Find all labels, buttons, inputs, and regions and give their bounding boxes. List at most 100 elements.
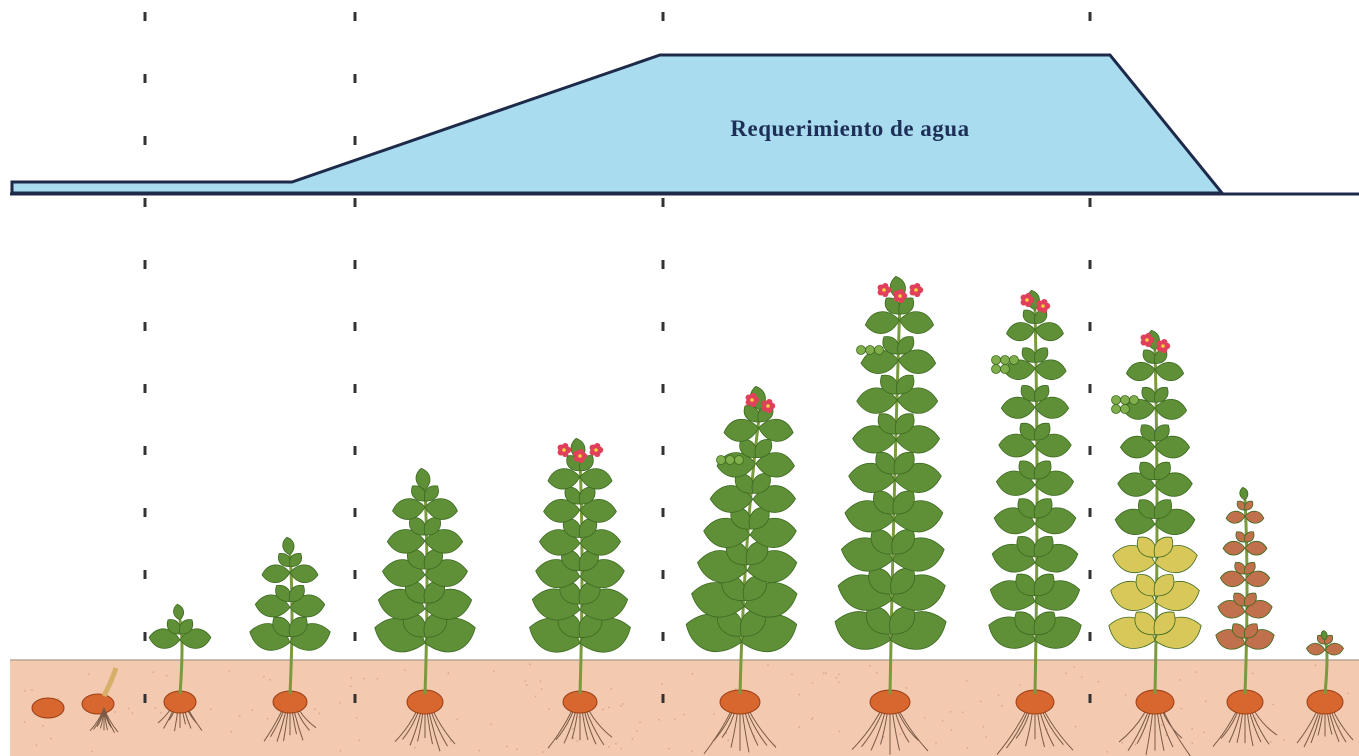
soil-speckle bbox=[636, 730, 638, 732]
soil-speckle bbox=[620, 705, 622, 707]
soil-speckle bbox=[548, 708, 550, 710]
berry bbox=[1112, 396, 1121, 405]
divider-dash bbox=[662, 322, 665, 331]
divider-dash bbox=[354, 446, 357, 455]
soil-speckle bbox=[1191, 728, 1193, 730]
soil-speckle bbox=[983, 726, 985, 728]
leaf bbox=[172, 603, 185, 621]
flower-petal bbox=[1025, 293, 1031, 299]
soil-speckle bbox=[1203, 732, 1205, 734]
soil-speckle bbox=[683, 714, 685, 716]
soil-speckle bbox=[114, 711, 116, 713]
soil-speckle bbox=[980, 701, 982, 703]
soil-speckle bbox=[42, 725, 44, 727]
berry bbox=[875, 346, 884, 355]
soil-speckle bbox=[812, 682, 814, 684]
soil-speckle bbox=[1125, 694, 1127, 696]
soil-speckle bbox=[340, 750, 342, 752]
divider-dash bbox=[662, 12, 665, 21]
soil-speckle bbox=[798, 726, 800, 728]
tuber bbox=[273, 691, 307, 713]
berry bbox=[726, 456, 735, 465]
divider-dash bbox=[662, 570, 665, 579]
soil-speckle bbox=[1315, 664, 1317, 666]
soil-speckle bbox=[962, 711, 964, 713]
soil-speckle bbox=[478, 750, 480, 752]
soil-speckle bbox=[602, 709, 604, 711]
flower-center bbox=[594, 448, 598, 452]
soil-speckle bbox=[1252, 673, 1254, 675]
berry bbox=[1010, 356, 1019, 365]
flower-center bbox=[898, 294, 902, 298]
soil-speckle bbox=[91, 751, 93, 753]
soil-speckle bbox=[1001, 705, 1003, 707]
soil-speckle bbox=[1283, 739, 1285, 741]
soil-speckle bbox=[1121, 742, 1123, 744]
soil-speckle bbox=[450, 740, 452, 742]
flower-petal bbox=[882, 283, 888, 289]
soil-speckle bbox=[674, 718, 676, 720]
soil-speckle bbox=[713, 713, 715, 715]
divider-dash bbox=[662, 446, 665, 455]
divider-dash bbox=[144, 446, 147, 455]
divider-dash bbox=[1089, 12, 1092, 21]
soil-speckle bbox=[1347, 693, 1349, 695]
divider-dash bbox=[144, 74, 147, 83]
divider-dash bbox=[662, 260, 665, 269]
soil-speckle bbox=[88, 673, 90, 675]
flower-center bbox=[562, 448, 566, 452]
soil-speckle bbox=[691, 750, 693, 752]
soil-speckle bbox=[57, 698, 59, 700]
tuber bbox=[164, 691, 196, 713]
soil-speckle bbox=[572, 728, 574, 730]
soil-speckle bbox=[31, 689, 33, 691]
flower-petal bbox=[562, 443, 568, 449]
divider-dash bbox=[662, 694, 665, 703]
divider-dash bbox=[1089, 384, 1092, 393]
divider-dash bbox=[354, 694, 357, 703]
soil-speckle bbox=[542, 751, 544, 753]
divider-dash bbox=[144, 632, 147, 641]
soil-speckle bbox=[1195, 671, 1197, 673]
soil-speckle bbox=[160, 712, 162, 714]
soil-speckle bbox=[24, 690, 26, 692]
soil-speckle bbox=[516, 748, 518, 750]
soil-speckle bbox=[153, 671, 155, 673]
soil-speckle bbox=[155, 707, 157, 709]
soil-speckle bbox=[506, 746, 508, 748]
divider-dash bbox=[662, 632, 665, 641]
flower-center bbox=[1161, 344, 1165, 348]
stage-divider bbox=[354, 12, 357, 703]
soil-speckle bbox=[1191, 742, 1193, 744]
soil-speckle bbox=[1339, 725, 1341, 727]
divider-dash bbox=[144, 322, 147, 331]
soil-speckle bbox=[1065, 672, 1067, 674]
soil-speckle bbox=[661, 683, 663, 685]
leaf bbox=[1225, 510, 1245, 524]
soil-speckle bbox=[622, 703, 624, 705]
soil-speckle bbox=[869, 665, 871, 667]
soil-speckle bbox=[535, 696, 537, 698]
divider-dash bbox=[1089, 260, 1092, 269]
divider-dash bbox=[144, 136, 147, 145]
flower-center bbox=[578, 454, 582, 458]
soil-speckle bbox=[639, 721, 641, 723]
soil-speckle bbox=[493, 670, 495, 672]
soil-speckle bbox=[608, 746, 610, 748]
flower-center bbox=[766, 404, 770, 408]
divider-dash bbox=[1089, 198, 1092, 207]
soil-speckle bbox=[966, 680, 968, 682]
soil-speckle bbox=[1205, 700, 1207, 702]
berry bbox=[1121, 396, 1130, 405]
soil-speckle bbox=[767, 664, 769, 666]
divider-dash bbox=[354, 384, 357, 393]
soil-speckle bbox=[825, 672, 827, 674]
divider-dash bbox=[144, 570, 147, 579]
soil-speckle bbox=[166, 675, 168, 677]
soil-speckle bbox=[128, 708, 130, 710]
leaf bbox=[281, 536, 295, 556]
soil-speckle bbox=[251, 709, 253, 711]
soil-speckle bbox=[620, 748, 622, 750]
flower-center bbox=[882, 288, 886, 292]
flower-petal bbox=[898, 289, 904, 295]
